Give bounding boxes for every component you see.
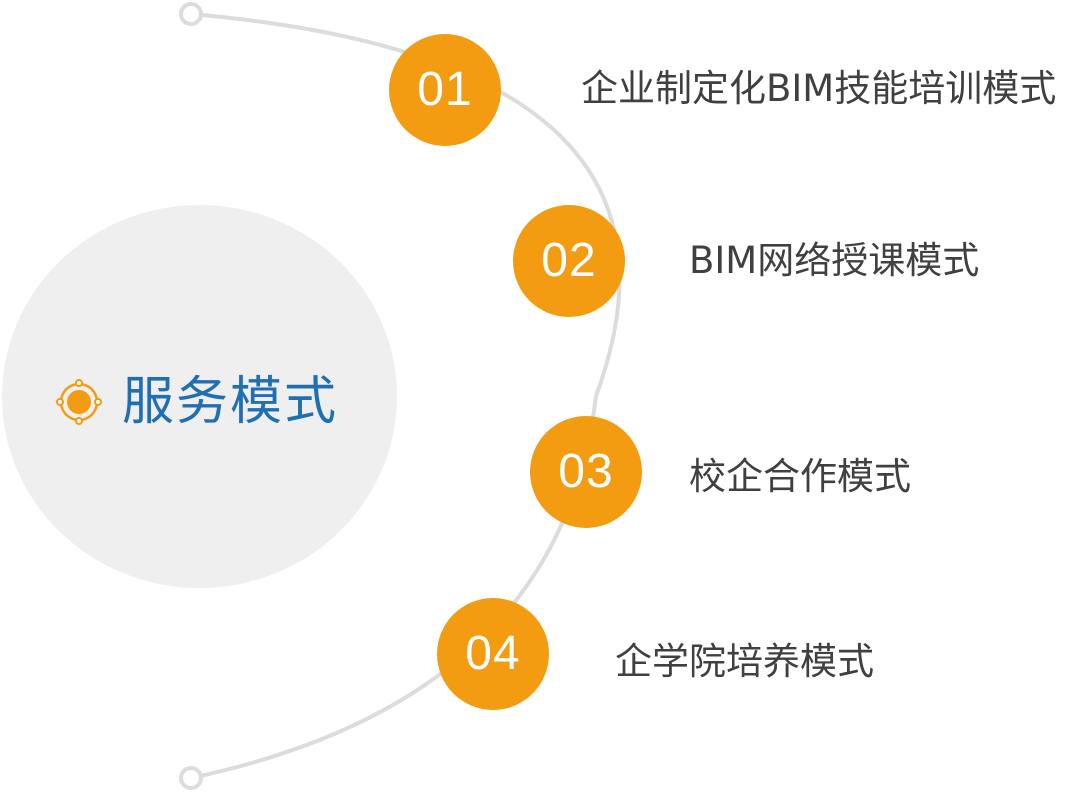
node-04: 04: [437, 598, 549, 710]
arc-end-top: [179, 2, 203, 26]
arc-end-bottom: [179, 766, 203, 790]
node-01: 01: [389, 34, 501, 146]
node-02: 02: [513, 205, 625, 317]
center-disc: [2, 205, 397, 588]
item-label-01: 企业制定化BIM技能培训模式: [581, 67, 1057, 110]
target-dot-icon: [56, 379, 102, 425]
item-label-03: 校企合作模式: [689, 455, 911, 498]
item-label-02: BIM网络授课模式: [689, 239, 980, 282]
item-label-04: 企学院培养模式: [615, 640, 874, 683]
node-03: 03: [530, 416, 642, 528]
center-title: 服务模式: [122, 372, 339, 432]
